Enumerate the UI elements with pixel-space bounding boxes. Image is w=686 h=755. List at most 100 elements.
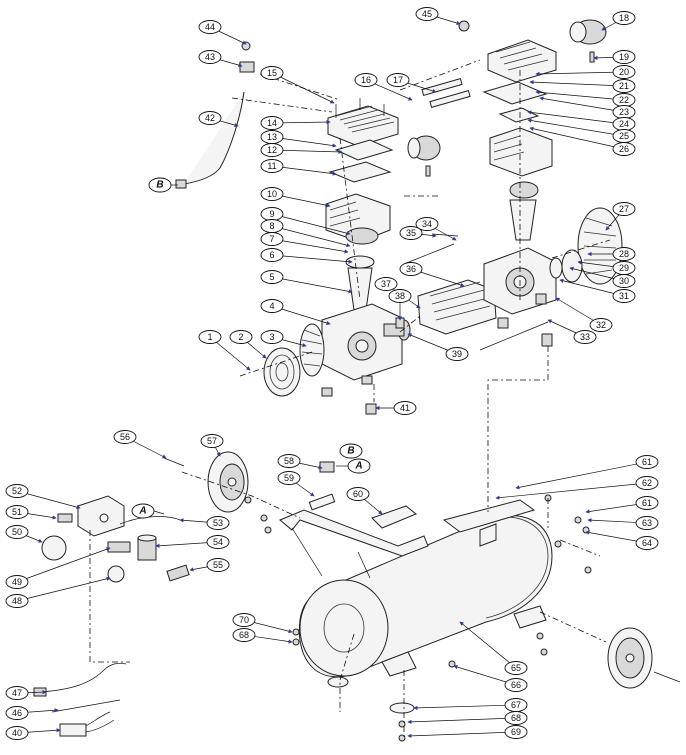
parts-drawing: [33, 19, 681, 742]
callout-number: 1: [207, 332, 212, 342]
callout-number: 44: [205, 22, 215, 32]
callout-number: 36: [406, 264, 416, 274]
regulator-54: [137, 534, 157, 561]
leader-c49: [16, 547, 111, 583]
callout-number: 50: [12, 527, 22, 537]
callout-number: 58: [284, 456, 294, 466]
left-crankcase: [321, 303, 403, 385]
fitting-51: [57, 513, 73, 523]
callout-number: 39: [452, 349, 462, 359]
leader-c62: [495, 482, 648, 500]
manifold-49: [107, 541, 131, 553]
callout-number: 8: [269, 221, 274, 231]
leader-c25: [527, 118, 625, 137]
fitting-63: [574, 516, 582, 524]
callout-c52: 52: [5, 484, 29, 498]
callout-c64: 64: [635, 536, 659, 550]
pressure-switch: [77, 495, 125, 537]
leader-c12: [271, 149, 343, 154]
leader-c68a: [407, 717, 517, 724]
leader-c69a: [407, 731, 517, 738]
callout-number: 29: [619, 263, 629, 273]
callout-number: 4: [269, 301, 274, 311]
power-cord: [39, 662, 127, 693]
callout-c40: 40: [5, 726, 29, 740]
leader-c5: [271, 276, 353, 294]
left-fan: [299, 323, 325, 377]
axle-bolt-right: [653, 671, 681, 683]
callout-c54: 54: [206, 535, 230, 549]
callout-c7: 7: [260, 232, 284, 246]
callout-number: 64: [642, 538, 652, 548]
callout-c21: 21: [612, 79, 636, 93]
callout-c70: 70: [232, 613, 256, 627]
right-piston: [509, 181, 539, 199]
callout-c56: 56: [113, 430, 137, 444]
callout-number: 16: [361, 75, 371, 85]
leader-c22: [535, 90, 625, 101]
leader-c26: [529, 126, 625, 150]
capacitor: [59, 711, 115, 737]
left-foot-mount: [365, 403, 377, 415]
callout-number: 14: [267, 118, 277, 128]
callout-number: 7: [269, 234, 274, 244]
left-gasket: [328, 161, 392, 183]
callout-number: 67: [511, 700, 521, 710]
callout-number: 34: [422, 219, 432, 229]
tank-foot-left: [381, 651, 417, 677]
callout-c22: 22: [612, 93, 636, 107]
connector-b-bottom: B: [339, 443, 363, 459]
callout-c6: 6: [260, 248, 284, 262]
right-fan-hub: [549, 257, 563, 279]
callout-number: 2: [238, 332, 243, 342]
fitting-45: [458, 20, 470, 32]
leader-c65: [459, 621, 517, 669]
callout-number: 69: [511, 727, 521, 737]
callout-number: 35: [406, 228, 416, 238]
callout-number: 62: [642, 478, 652, 488]
callout-c34: 34: [415, 217, 439, 231]
tank-foot-rear: [513, 605, 547, 629]
washer-69: [292, 638, 300, 646]
callout-c1: 1: [198, 330, 222, 344]
callout-number: 28: [619, 249, 629, 259]
callout-c28: 28: [612, 247, 636, 261]
right-gasket: [498, 107, 540, 123]
connector-a-top-label: A: [354, 461, 362, 472]
callout-number: 55: [213, 560, 223, 570]
callout-number: 42: [205, 113, 215, 123]
callout-c55: 55: [206, 558, 230, 572]
bolt-small-f: [554, 540, 562, 548]
callout-number: 49: [12, 577, 22, 587]
callout-c49: 49: [5, 575, 29, 589]
cord-46: [51, 699, 121, 713]
callout-number: 53: [213, 518, 223, 528]
callout-c2: 2: [229, 330, 253, 344]
left-valve-plate: [334, 139, 394, 161]
bolt-small-e: [540, 648, 548, 656]
leader-c7: [271, 238, 349, 254]
callout-c42: 42: [198, 111, 222, 125]
callout-number: 26: [619, 144, 629, 154]
callout-number: 20: [619, 67, 629, 77]
callout-c60: 60: [346, 487, 370, 501]
leader-c61a: [515, 461, 648, 490]
cover-60: [371, 505, 417, 529]
right-cylinder-head: [487, 39, 557, 83]
callout-c23: 23: [612, 105, 636, 119]
callout-number: 52: [12, 486, 22, 496]
leader-c20: [535, 71, 625, 77]
callout-number: 33: [580, 332, 590, 342]
leader-c8: [271, 225, 351, 248]
unloader-tube-53: [119, 516, 181, 525]
leader-c24: [527, 110, 625, 125]
leader-c15: [271, 72, 335, 104]
washer-68: [398, 720, 406, 728]
air-filter-left: [407, 135, 441, 161]
callout-c3: 3: [260, 330, 284, 344]
callout-number: 24: [619, 119, 629, 129]
bolt-small-c: [584, 566, 592, 574]
leader-c48: [16, 576, 111, 602]
connector-a-left-label: A: [138, 506, 146, 517]
callout-number: 41: [400, 403, 410, 413]
